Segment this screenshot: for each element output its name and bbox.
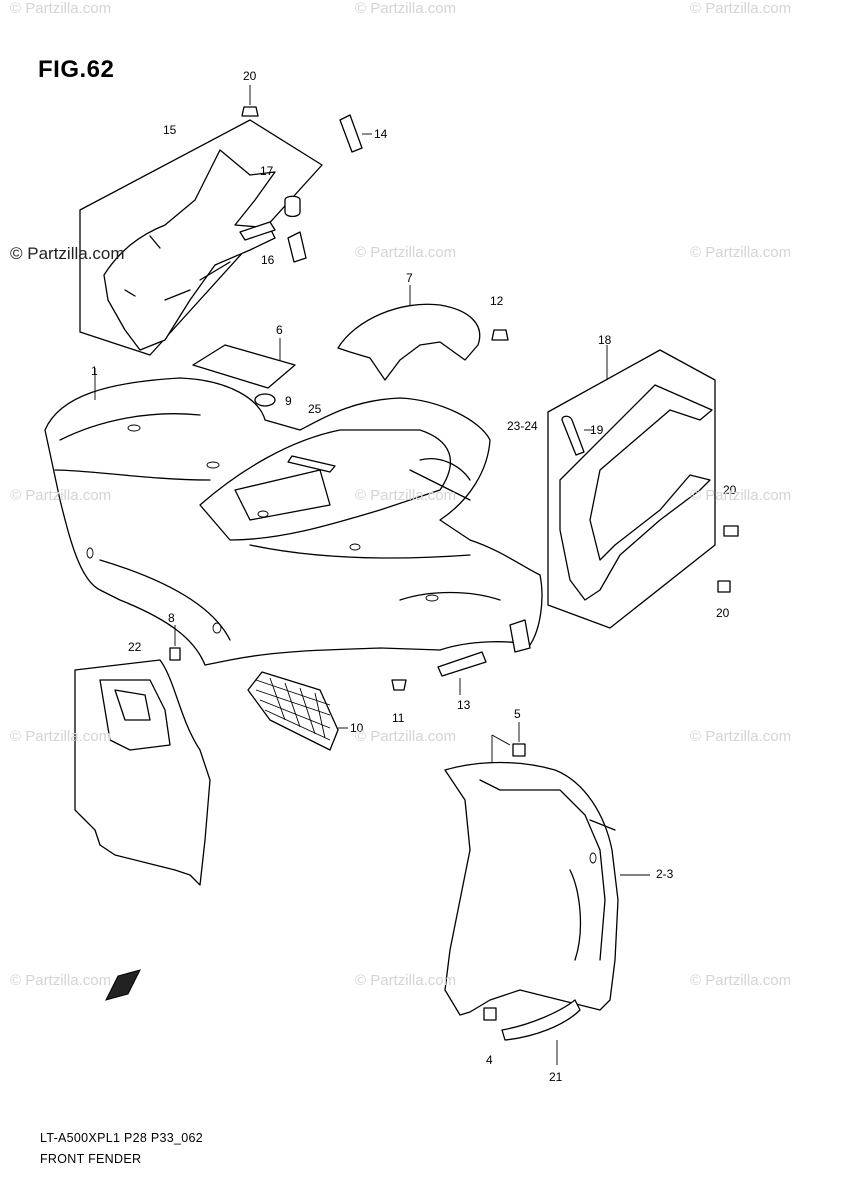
part-5-clip bbox=[512, 743, 526, 757]
callout-20-right-upper: 20 bbox=[723, 483, 737, 497]
part-6-panel bbox=[192, 344, 296, 389]
watermark: © Partzilla.com bbox=[355, 487, 457, 504]
part-8-bolt bbox=[169, 647, 181, 661]
watermark: © Partzilla.com bbox=[10, 972, 112, 989]
callout-23-24: 23-24 bbox=[507, 419, 538, 433]
part-21-strip bbox=[501, 999, 581, 1041]
watermark: © Partzilla.com bbox=[690, 244, 792, 261]
callout-16: 16 bbox=[261, 253, 275, 267]
callout-19: 19 bbox=[590, 423, 604, 437]
callout-8: 8 bbox=[168, 611, 175, 625]
part-12-nut bbox=[491, 329, 509, 341]
part-4-clip bbox=[483, 1007, 497, 1021]
footer-figure-name: FRONT FENDER bbox=[40, 1152, 142, 1166]
watermark: © Partzilla.com bbox=[690, 0, 792, 17]
callout-14: 14 bbox=[374, 127, 388, 141]
callout-17: 17 bbox=[260, 164, 274, 178]
callout-18: 18 bbox=[598, 333, 612, 347]
callout-22: 22 bbox=[128, 640, 142, 654]
watermark: © Partzilla.com bbox=[355, 972, 457, 989]
watermark: © Partzilla.com bbox=[10, 728, 112, 745]
watermark-dark: © Partzilla.com bbox=[10, 244, 125, 263]
callout-25: 25 bbox=[308, 402, 322, 416]
callout-4: 4 bbox=[486, 1053, 493, 1067]
part-18-group bbox=[547, 345, 716, 629]
part-20-right-bolt-upper bbox=[723, 525, 739, 537]
watermark: © Partzilla.com bbox=[355, 0, 457, 17]
part-14-shape bbox=[339, 114, 363, 153]
callout-1: 1 bbox=[91, 364, 98, 378]
part-10-grille bbox=[247, 671, 348, 751]
callout-7: 7 bbox=[406, 271, 413, 285]
callout-15: 15 bbox=[163, 123, 177, 137]
splash-panel bbox=[74, 659, 211, 886]
callout-10: 10 bbox=[350, 721, 364, 735]
watermark: © Partzilla.com bbox=[10, 0, 112, 17]
callout-9: 9 bbox=[285, 394, 292, 408]
part-15-group bbox=[79, 119, 323, 356]
watermark: © Partzilla.com bbox=[690, 728, 792, 745]
part-2-3-inner-fender bbox=[444, 761, 650, 1016]
callout-20-right-lower: 20 bbox=[716, 606, 730, 620]
callout-13: 13 bbox=[457, 698, 471, 712]
watermark: © Partzilla.com bbox=[355, 244, 457, 261]
part-11-nut bbox=[391, 679, 407, 691]
part-20-top-bolt bbox=[241, 85, 259, 117]
watermark: © Partzilla.com bbox=[690, 972, 792, 989]
callout-12: 12 bbox=[490, 294, 504, 308]
callout-20-top: 20 bbox=[243, 69, 257, 83]
callout-6: 6 bbox=[276, 323, 283, 337]
fwd-arrow-icon bbox=[105, 969, 141, 1001]
part-20-right-bolt-lower bbox=[717, 580, 731, 593]
part-1-front-fender bbox=[44, 368, 543, 666]
watermark: © Partzilla.com bbox=[355, 728, 457, 745]
watermark: © Partzilla.com bbox=[690, 487, 792, 504]
callout-2-3: 2-3 bbox=[656, 867, 674, 881]
callout-11: 11 bbox=[392, 711, 405, 725]
figure-title: FIG.62 bbox=[38, 56, 115, 83]
part-7-cover bbox=[337, 303, 481, 381]
callout-5: 5 bbox=[514, 707, 521, 721]
part-13-strip bbox=[437, 651, 487, 677]
part-9-clip bbox=[254, 393, 276, 407]
callout-21: 21 bbox=[549, 1070, 563, 1084]
watermark: © Partzilla.com bbox=[10, 487, 112, 504]
footer-model-code: LT-A500XPL1 P28 P33_062 bbox=[40, 1131, 204, 1145]
